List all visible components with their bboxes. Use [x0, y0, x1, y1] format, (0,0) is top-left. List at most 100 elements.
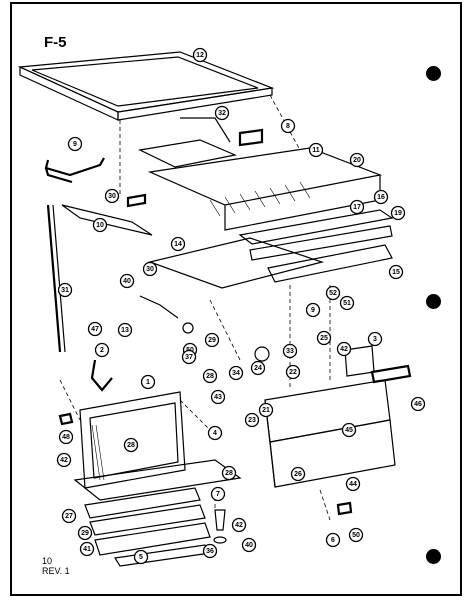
callout-30: 30: [142, 261, 158, 277]
callout-28: 28: [221, 465, 237, 481]
callout-36: 36: [202, 543, 218, 559]
callout-number: 31: [61, 287, 69, 294]
callout-27: 27: [61, 508, 77, 524]
callout-24: 24: [250, 360, 266, 376]
strip-part: [61, 204, 153, 236]
callout-circle: [349, 152, 365, 168]
callout-number: 40: [123, 278, 131, 285]
callout-34: 34: [228, 365, 244, 381]
callout-number: 2: [100, 347, 104, 354]
callout-circle: [308, 142, 324, 158]
callout-47: 47: [87, 321, 103, 337]
callout-circle: [210, 389, 226, 405]
callout-51: 51: [339, 295, 355, 311]
callout-number: 46: [414, 401, 422, 408]
punch-hole-top: [426, 66, 441, 81]
callout-circle: [348, 527, 364, 543]
callout-circle: [280, 118, 296, 134]
callout-number: 9: [73, 141, 77, 148]
callout-circle: [228, 365, 244, 381]
callout-number: 24: [254, 365, 262, 372]
callout-42: 42: [336, 341, 352, 357]
callout-circle: [325, 532, 341, 548]
callout-circle: [336, 341, 352, 357]
handle-part: [44, 157, 105, 184]
upper-panel: [147, 147, 383, 231]
callout-circle: [290, 466, 306, 482]
callout-26: 26: [290, 466, 306, 482]
callout-29: 29: [204, 332, 220, 348]
callout-number: 10: [96, 222, 104, 229]
callout-number: 7: [216, 491, 220, 498]
callout-circle: [133, 549, 149, 565]
callout-number: 1: [146, 379, 150, 386]
callout-circle: [192, 47, 208, 63]
callout-number: 28: [127, 442, 135, 449]
callout-number: 20: [353, 157, 361, 164]
wire-bracket: [90, 359, 113, 392]
callout-circle: [77, 525, 93, 541]
callout-17: 17: [349, 199, 365, 215]
callout-11: 11: [308, 142, 324, 158]
small-bracket: [126, 193, 147, 208]
callout-number: 48: [62, 434, 70, 441]
mounting-bar: [370, 364, 412, 384]
callout-number: 17: [353, 204, 361, 211]
callout-number: 28: [206, 373, 214, 380]
callout-6: 6: [325, 532, 341, 548]
punch-hole-middle: [426, 294, 441, 309]
callout-37: 37: [181, 349, 197, 365]
callout-number: 45: [345, 427, 353, 434]
callout-number: 26: [294, 471, 302, 478]
callout-circle: [210, 486, 226, 502]
callout-number: 41: [83, 546, 91, 553]
callout-circle: [140, 374, 156, 390]
callout-number: 52: [329, 290, 337, 297]
callout-32: 32: [214, 105, 230, 121]
small-parts: [58, 322, 353, 544]
callout-number: 30: [108, 193, 116, 200]
callout-4: 4: [207, 425, 223, 441]
callout-circle: [61, 508, 77, 524]
callout-number: 3: [373, 336, 377, 343]
revision-label: REV. 1: [42, 566, 70, 576]
callout-9: 9: [67, 136, 83, 152]
callout-46: 46: [410, 396, 426, 412]
callout-circle: [388, 264, 404, 280]
callout-circle: [104, 188, 120, 204]
callout-number: 37: [185, 354, 193, 361]
callout-circle: [349, 199, 365, 215]
callout-number: 28: [225, 470, 233, 477]
callout-14: 14: [170, 236, 186, 252]
callout-circle: [58, 429, 74, 445]
callout-21: 21: [258, 402, 274, 418]
callout-circle: [119, 273, 135, 289]
callout-number: 51: [343, 300, 351, 307]
base-plate: [147, 237, 325, 289]
callout-circle: [285, 364, 301, 380]
callout-13: 13: [117, 322, 133, 338]
long-rod: [46, 204, 66, 353]
callout-43: 43: [210, 389, 226, 405]
callout-8: 8: [280, 118, 296, 134]
callout-number: 42: [60, 457, 68, 464]
top-cover-frame: [17, 51, 275, 121]
callout-28: 28: [202, 368, 218, 384]
callout-number: 47: [91, 326, 99, 333]
callout-number: 33: [286, 348, 294, 355]
callout-number: 27: [65, 513, 73, 520]
callout-circle: [250, 360, 266, 376]
callout-number: 8: [286, 123, 290, 130]
callout-5: 5: [133, 549, 149, 565]
callout-circle: [258, 402, 274, 418]
callout-number: 42: [235, 522, 243, 529]
callout-number: 6: [331, 537, 335, 544]
callout-circle: [282, 343, 298, 359]
callout-number: 11: [312, 147, 320, 154]
callout-42: 42: [231, 517, 247, 533]
callout-number: 36: [206, 548, 214, 555]
callout-number: 42: [340, 346, 348, 353]
wire: [139, 295, 179, 319]
